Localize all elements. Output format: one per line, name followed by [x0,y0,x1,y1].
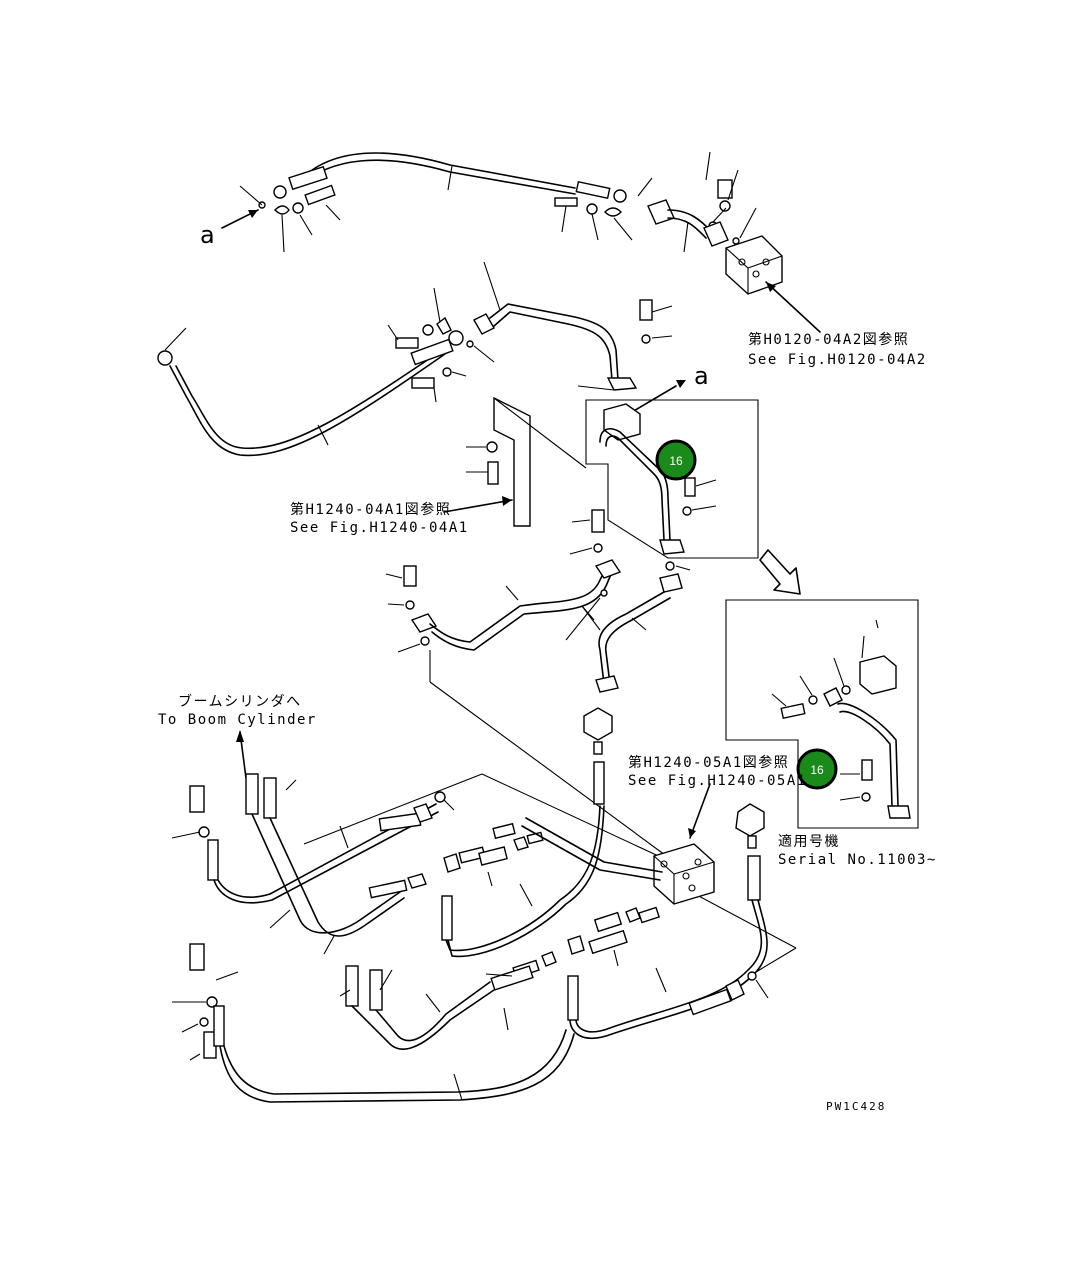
lower-hose-network: 第H1240-05A1図参照 See Fig.H1240-05A1 ブームシリン… [158,650,937,1103]
ref-h1240-05-en: See Fig.H1240-05A1 [628,773,807,789]
boom-cylinder-en: To Boom Cylinder [158,712,317,728]
middle-pipes [385,509,691,693]
view-letter-a-left: a [200,221,215,249]
ref-h1240-04-en: See Fig.H1240-04A1 [290,520,469,536]
top-hose-assembly: a [200,152,653,253]
part-badge-16-upper[interactable]: 16 [655,439,697,481]
detail-transition-arrow [759,549,801,595]
ref-h0120-jp: 第H0120-04A2図参照 [748,331,909,348]
left-supply-hose [157,287,495,457]
svg-text:16: 16 [810,763,824,777]
boom-cylinder-jp: ブームシリンダへ [178,693,302,710]
part-badge-16-lower[interactable]: 16 [796,748,838,790]
ref-h0120-en: See Fig.H0120-04A2 [748,352,927,368]
serial-en: Serial No.11003~ [778,852,937,868]
top-right-flange-assembly: 第H0120-04A2図参照 See Fig.H0120-04A2 [647,151,927,368]
view-letter-a-right: a [694,362,709,390]
ref-h1240-04-jp: 第H1240-04A1図参照 [290,501,451,518]
detail-box-lower [725,599,919,829]
drawing-code: PW1C428 [826,1100,886,1113]
ref-h1240-05-jp: 第H1240-05A1図参照 [628,754,789,771]
upper-steel-pipe: a [473,261,709,413]
bracket-assembly: 第H1240-04A1図参照 See Fig.H1240-04A1 [290,396,587,536]
svg-text:16: 16 [669,454,683,468]
serial-jp: 適用号機 [778,833,840,850]
detail-box-upper [585,399,759,559]
